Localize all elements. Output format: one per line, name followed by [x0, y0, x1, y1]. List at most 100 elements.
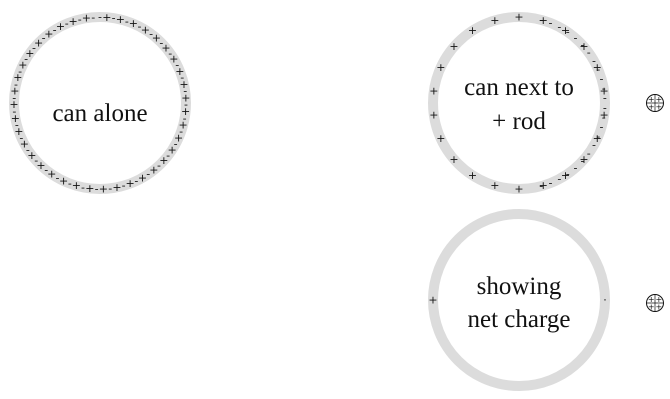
charge-mark-alone-45: + — [59, 174, 68, 187]
charge-mark-alone-11: + — [161, 41, 170, 54]
charge-mark-alone-31: + — [149, 164, 158, 177]
charge-mark-alone-30: - — [157, 159, 161, 172]
charge-mark-alone-54: - — [19, 131, 23, 144]
charge-mark-alone-69: + — [34, 36, 43, 49]
can-alone-label: can alone — [52, 100, 147, 127]
charge-mark-alone-38: - — [108, 182, 112, 195]
charge-mark-alone-13: + — [169, 53, 178, 66]
charge-mark-next-11: + — [514, 183, 523, 196]
charge-mark-next-6: + — [599, 109, 608, 122]
charge-mark-next-22: - — [539, 13, 543, 26]
charge-mark-next-19: + — [449, 40, 458, 53]
charge-mark-next-0: + — [514, 11, 523, 24]
charge-mark-alone-63: + — [13, 71, 22, 84]
charge-mark-next-14: + — [449, 153, 458, 166]
charge-mark-next-17: + — [429, 84, 438, 97]
charge-mark-next-13: + — [468, 169, 477, 182]
charge-mark-next-35: - — [602, 111, 606, 124]
charge-mark-alone-47: + — [47, 168, 56, 181]
can-net-charge-label-line-2: net charge — [468, 306, 571, 333]
charge-mark-alone-5: + — [129, 17, 138, 30]
charge-mark-next-15: + — [436, 132, 445, 145]
charge-mark-next-25: - — [566, 26, 570, 39]
can-net-charge-ring — [428, 209, 610, 391]
charge-mark-alone-76: - — [78, 13, 82, 26]
charge-mark-next-27: - — [581, 39, 585, 52]
charge-mark-alone-43: + — [72, 179, 81, 192]
charge-mark-alone-51: + — [27, 149, 36, 162]
charge-mark-alone-34: - — [134, 174, 138, 187]
charge-mark-alone-56: - — [15, 119, 19, 132]
positive-rod-icon: + + + + — [646, 294, 664, 312]
charge-mark-next-21: + — [490, 14, 499, 27]
rod-bottom-plus-1: + — [648, 295, 655, 304]
charge-mark-next-4: + — [593, 61, 602, 74]
charge-mark-alone-48: - — [44, 164, 48, 177]
charge-mark-next-7: + — [593, 132, 602, 145]
charge-mark-alone-4: - — [125, 15, 129, 28]
positive-rod-icon: + + + + — [646, 94, 664, 112]
charge-mark-net-0: + — [428, 294, 437, 307]
charge-mark-next-24: - — [557, 21, 561, 34]
charge-mark-alone-25: + — [174, 131, 183, 144]
charge-mark-alone-53: + — [20, 138, 29, 151]
rod-bottom-plus-4: + — [655, 302, 662, 311]
charge-mark-alone-18: - — [183, 85, 187, 98]
can-next-to-rod-ring — [428, 12, 610, 194]
charge-mark-alone-42: - — [81, 181, 85, 194]
charge-mark-next-36: - — [600, 121, 604, 134]
can-net-charge-label-line-1: showing — [477, 273, 562, 300]
can-alone: -+-+-+-+-+-+-+-+-+-+-+-+-+-+-+-+-+-+-+-+… — [9, 11, 191, 195]
charge-mark-next-18: + — [436, 61, 445, 74]
charge-mark-alone-16: - — [180, 71, 184, 84]
charge-mark-alone-1: + — [102, 11, 111, 24]
charge-mark-alone-46: - — [56, 171, 60, 184]
charge-mark-next-37: - — [596, 130, 600, 143]
charge-mark-next-16: + — [429, 109, 438, 122]
charge-mark-next-34: - — [603, 101, 607, 114]
charge-mark-alone-73: + — [56, 20, 65, 33]
charge-mark-alone-39: + — [99, 182, 108, 195]
charge-mark-alone-41: + — [85, 182, 94, 195]
charge-mark-next-29: - — [592, 54, 596, 67]
charge-mark-alone-14: - — [175, 59, 179, 72]
charge-mark-next-30: - — [596, 63, 600, 76]
charge-mark-alone-12: - — [168, 47, 172, 60]
can-next-to-rod-label-line-1: can next to — [464, 74, 574, 101]
charge-mark-alone-37: + — [112, 181, 121, 194]
charge-mark-alone-44: - — [68, 177, 72, 190]
charge-mark-alone-15: + — [175, 65, 184, 78]
charge-mark-next-1: + — [539, 14, 548, 27]
can-next-to-rod-label-line-2: + rod — [492, 108, 546, 135]
rod-bottom-plus-3: + — [648, 302, 655, 311]
rod-top-plus-2: + — [655, 95, 662, 104]
rod-top-plus-1: + — [648, 95, 655, 104]
charge-mark-next-10: + — [539, 179, 548, 192]
charge-mark-alone-66: - — [24, 53, 28, 66]
charge-mark-alone-28: - — [166, 149, 170, 162]
rod-bottom-plus-2: + — [655, 295, 662, 304]
charge-mark-next-33: - — [603, 92, 607, 105]
can-net-charge: +· showing net charge — [428, 209, 610, 391]
charge-mark-next-44: - — [549, 177, 553, 190]
charge-mark-alone-8: - — [149, 27, 153, 40]
charge-mark-next-31: - — [600, 72, 604, 85]
charge-mark-next-26: - — [574, 32, 578, 45]
charge-mark-next-43: - — [557, 172, 561, 185]
charge-mark-alone-9: + — [152, 32, 161, 45]
charge-mark-alone-20: - — [184, 98, 188, 111]
charge-mark-alone-32: - — [146, 168, 150, 181]
charge-mark-next-3: + — [579, 40, 588, 53]
charge-mark-alone-27: + — [167, 143, 176, 156]
charge-mark-alone-26: - — [174, 138, 178, 151]
charge-mark-next-23: - — [549, 17, 553, 30]
charge-mark-alone-33: + — [138, 171, 147, 184]
can-next-to-rod: ++++++++++++++++++++++------------------… — [428, 11, 610, 196]
charge-mark-next-9: + — [561, 169, 570, 182]
charge-mark-alone-74: - — [65, 17, 69, 30]
rod-top-plus-3: + — [648, 102, 655, 111]
charge-mark-next-38: - — [592, 139, 596, 152]
can-alone-ring — [9, 12, 191, 194]
charge-mark-next-28: - — [587, 46, 591, 59]
charge-mark-alone-22: - — [183, 112, 187, 125]
